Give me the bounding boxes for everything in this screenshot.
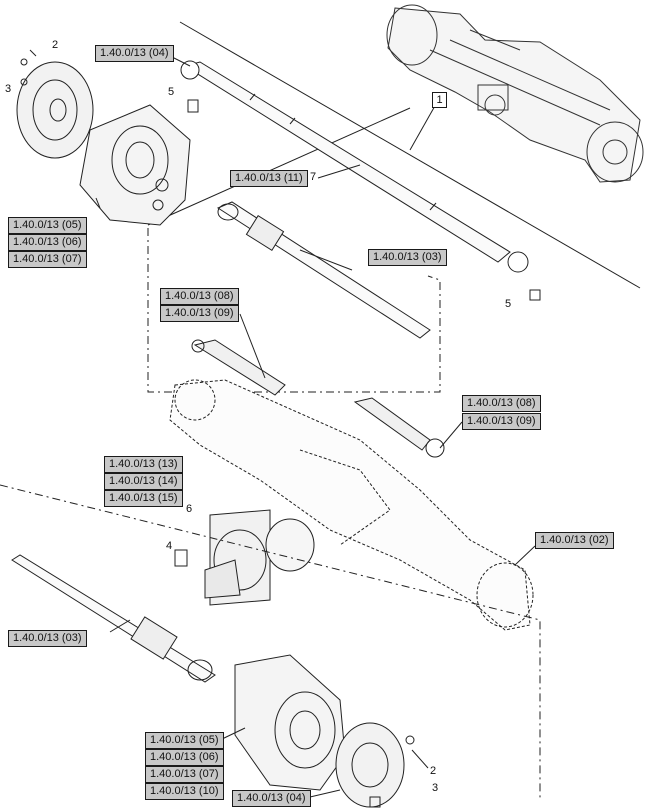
ref-box-left-05[interactable]: 1.40.0/13 (05) [8, 217, 87, 234]
ref-box-right-02[interactable]: 1.40.0/13 (02) [535, 532, 614, 549]
ref-box-bot-06[interactable]: 1.40.0/13 (06) [145, 749, 224, 766]
ref-box-bot-05[interactable]: 1.40.0/13 (05) [145, 732, 224, 749]
hub-flange-lower [335, 722, 415, 808]
hub-flange-top [16, 58, 94, 159]
drive-shaft-lower [11, 554, 216, 683]
ref-box-left-07[interactable]: 1.40.0/13 (07) [8, 251, 87, 268]
dashed-group-lower [0, 484, 541, 800]
leader-lines [29, 49, 536, 798]
ref-box-left-06[interactable]: 1.40.0/13 (06) [8, 234, 87, 251]
ref-box-lower-03[interactable]: 1.40.0/13 (03) [8, 630, 87, 647]
swivel-housing-top [79, 104, 191, 226]
callout-5-top: 5 [168, 86, 175, 98]
callout-1: 1 [432, 92, 447, 108]
callout-6: 6 [186, 503, 193, 515]
ref-box-top-04[interactable]: 1.40.0/13 (04) [95, 45, 174, 62]
differential-assembly [174, 509, 315, 606]
ref-box-14[interactable]: 1.40.0/13 (14) [104, 473, 183, 490]
ref-box-11[interactable]: 1.40.0/13 (11) [230, 170, 308, 187]
divider-line-left [147, 107, 411, 226]
divider-line-top [179, 21, 641, 289]
axle-beam [169, 379, 534, 631]
callout-4: 4 [166, 540, 173, 552]
axle-assembly-thumbnail [386, 4, 644, 183]
drive-shaft-upper [216, 201, 431, 339]
swivel-housing-lower [234, 654, 346, 791]
ref-box-15[interactable]: 1.40.0/13 (15) [104, 490, 183, 507]
ref-box-bot-10[interactable]: 1.40.0/13 (10) [145, 783, 224, 800]
ref-box-mid-08[interactable]: 1.40.0/13 (08) [160, 288, 239, 305]
callout-2-top: 2 [52, 39, 59, 51]
ref-box-upper-03[interactable]: 1.40.0/13 (03) [368, 249, 447, 266]
callout-5-mid: 5 [505, 298, 512, 310]
ref-box-13[interactable]: 1.40.0/13 (13) [104, 456, 183, 473]
callout-3-top: 3 [5, 83, 12, 95]
tie-rod-top [180, 60, 541, 301]
ref-box-bot-07[interactable]: 1.40.0/13 (07) [145, 766, 224, 783]
ref-box-mid-09[interactable]: 1.40.0/13 (09) [160, 305, 239, 322]
ref-box-right-08[interactable]: 1.40.0/13 (08) [462, 395, 541, 412]
steering-cylinder [191, 339, 445, 458]
ref-box-right-09[interactable]: 1.40.0/13 (09) [462, 413, 541, 430]
dashed-group-upper [147, 228, 441, 393]
callout-7: 7 [310, 171, 317, 183]
callout-3-bot: 3 [432, 782, 439, 794]
callout-2-bot: 2 [430, 765, 437, 777]
ref-box-bot-04[interactable]: 1.40.0/13 (04) [232, 790, 311, 807]
